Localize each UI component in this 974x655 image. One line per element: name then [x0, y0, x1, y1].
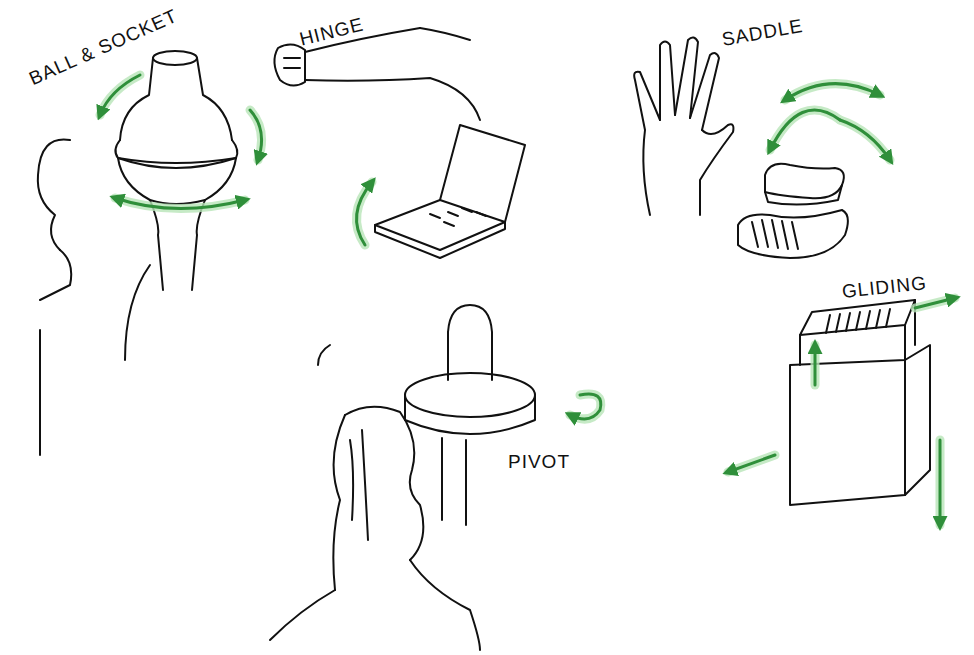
head-back: [350, 430, 368, 540]
motion-arrows: [915, 298, 955, 308]
pivot-joint: [405, 305, 535, 525]
arm-hinge: [305, 78, 480, 120]
laptop-hinge: [375, 222, 505, 258]
person-profile: [39, 330, 41, 455]
ball-socket-joint: [115, 51, 237, 290]
motion-arrows: [785, 84, 880, 100]
motion-arrows: [785, 84, 880, 100]
motion-arrows: [356, 182, 372, 245]
head-back: [333, 415, 345, 590]
head-back: [345, 407, 423, 560]
motion-arrows: [840, 120, 890, 160]
pivot-joint: [405, 373, 535, 417]
saddle-joint: [738, 164, 848, 258]
motion-arrows: [100, 75, 955, 525]
motion-arrows: [728, 455, 775, 472]
gliding-joint: [800, 300, 915, 335]
ball-socket-joint: [118, 158, 236, 204]
gliding-joint: [790, 300, 930, 505]
hand-outline: [690, 53, 719, 130]
motion-arrows: [570, 394, 601, 419]
motion-arrows: [915, 298, 955, 308]
motion-arrows: [811, 345, 820, 385]
hand-outline: [634, 37, 733, 215]
motion-arrows: [770, 110, 840, 150]
motion-arrows: [100, 75, 140, 115]
saddle-joint: [738, 210, 848, 258]
joint-label: GLIDING: [841, 273, 928, 301]
pivot-joint: [405, 395, 535, 434]
ball-socket-joint: [120, 58, 153, 140]
joint-label: PIVOT: [508, 452, 570, 471]
laptop-hinge: [430, 208, 486, 226]
hand-outline: [700, 124, 733, 215]
motion-arrows: [100, 75, 955, 525]
motion-arrows: [939, 440, 942, 525]
hand-outline: [634, 72, 660, 215]
gliding-joint: [904, 360, 906, 495]
person-profile: [38, 139, 150, 455]
motion-arrows: [840, 120, 890, 160]
joint-label: SADDLE: [720, 16, 804, 49]
ball-socket-joint: [150, 200, 163, 290]
arm-hinge: [274, 44, 305, 85]
motion-arrows: [814, 345, 817, 385]
arm-hinge: [284, 58, 300, 68]
ball-socket-joint: [192, 200, 205, 290]
saddle-joint: [765, 164, 844, 198]
motion-arrows: [115, 198, 245, 209]
motion-arrows: [936, 440, 945, 525]
saddle-joint: [765, 185, 842, 205]
person-profile: [38, 139, 70, 250]
motion-arrows: [100, 75, 140, 115]
ball-socket-joint: [115, 140, 237, 168]
motion-arrows: [250, 110, 262, 160]
laptop-hinge: [375, 200, 505, 250]
joint-label: HINGE: [298, 15, 366, 49]
motion-arrows: [728, 455, 775, 472]
joint-illustration: [38, 28, 930, 650]
saddle-joint: [752, 220, 798, 249]
person-profile: [40, 250, 71, 300]
head-back: [270, 590, 335, 640]
ball-socket-joint: [197, 58, 232, 140]
hand-outline: [660, 42, 675, 121]
motion-arrows: [100, 75, 955, 525]
motion-arrows: [115, 198, 245, 209]
motion-arrows: [570, 394, 601, 419]
gliding-joint: [790, 345, 930, 505]
motion-arrows: [356, 182, 372, 245]
arm-hinge: [420, 28, 470, 40]
head-back: [318, 345, 330, 365]
ball-socket-joint: [153, 51, 197, 65]
motion-arrows: [770, 110, 840, 150]
pivot-joint: [448, 305, 492, 380]
joint-label: BALL & SOCKET: [26, 6, 180, 88]
head-back: [270, 345, 480, 650]
motion-arrows: [250, 110, 262, 160]
laptop-hinge: [440, 125, 525, 222]
gliding-joint: [826, 309, 890, 333]
pivot-joint: [442, 438, 466, 525]
person-profile: [125, 265, 150, 360]
laptop-hinge: [375, 125, 525, 258]
ball-socket-joint: [118, 158, 236, 163]
head-back: [410, 560, 480, 650]
